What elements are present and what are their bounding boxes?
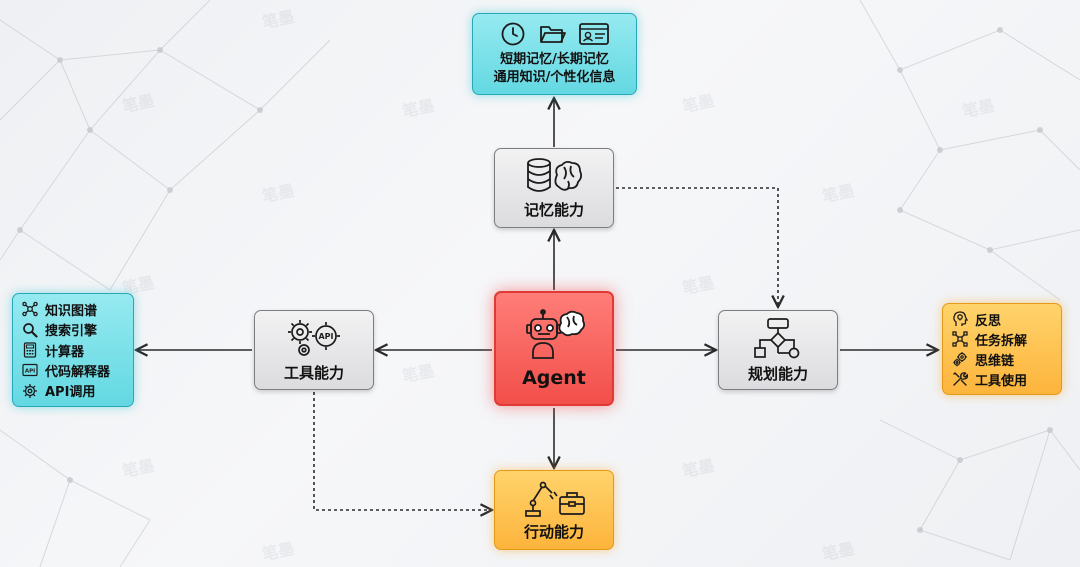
tool-list-item[interactable]: API调用 <box>22 381 95 401</box>
svg-text:API: API <box>318 332 333 341</box>
planning-list-label: 反思 <box>975 313 1002 329</box>
action-label: 行动能力 <box>523 522 584 541</box>
memory-store-line1: 短期记忆/长期记忆 <box>500 52 609 67</box>
tool-list-label: 搜索引擎 <box>45 324 98 340</box>
tool-list-item[interactable]: 计算器 <box>22 340 84 360</box>
head-bulb-icon <box>953 311 968 326</box>
gears-icon <box>953 352 967 367</box>
api-code-icon: API <box>22 364 38 377</box>
planning-label: 规划能力 <box>747 364 808 383</box>
tool-list-label: API调用 <box>45 385 96 401</box>
magnifier-icon <box>23 322 38 338</box>
planning-list-item[interactable]: 工具使用 <box>952 369 1027 389</box>
planning-list-label: 工具使用 <box>975 373 1028 389</box>
memory-node[interactable]: 记忆能力 <box>494 148 614 228</box>
gears-api-icon: API <box>288 319 340 356</box>
tool-list-item[interactable]: 搜索引擎 <box>22 319 97 339</box>
tool-list-label: 计算器 <box>45 344 85 360</box>
memory-store-line2: 通用知识/个性化信息 <box>493 70 616 85</box>
memory-store-icons <box>500 21 610 47</box>
memory-store-box[interactable]: 短期记忆/长期记忆 通用知识/个性化信息 <box>472 13 637 95</box>
wrench-icon <box>953 372 968 386</box>
tool-list-item[interactable]: 知识图谱 <box>22 299 97 319</box>
tool-list-label: 知识图谱 <box>45 303 98 319</box>
planning-list-label: 任务拆解 <box>975 333 1028 349</box>
gear-icon <box>23 383 37 398</box>
planning-list-label: 思维链 <box>975 353 1015 369</box>
flowchart-icon <box>754 317 800 358</box>
agent-label: Agent <box>522 366 586 389</box>
planning-list-item[interactable]: 任务拆解 <box>952 329 1027 349</box>
tools-label: 工具能力 <box>283 363 344 382</box>
robot-brain-icon <box>526 308 586 359</box>
split-icon <box>952 331 968 347</box>
planning-list-item[interactable]: 反思 <box>952 309 1001 329</box>
folder-icon <box>539 26 566 43</box>
dashed-memory-planning <box>616 187 778 307</box>
knowledge-graph-icon <box>22 301 38 317</box>
planning-list-box[interactable]: 反思 任务拆解 思维链 <box>942 303 1062 395</box>
memory-label: 记忆能力 <box>523 200 584 219</box>
agent-node[interactable]: Agent <box>494 291 614 406</box>
database-brain-icon <box>527 157 583 192</box>
calculator-icon <box>23 342 37 358</box>
robot-arm-toolbox-icon <box>525 481 585 517</box>
dashed-tools-action <box>313 392 492 510</box>
tools-node[interactable]: API 工具能力 <box>254 310 374 390</box>
tool-list-box[interactable]: 知识图谱 搜索引擎 计算器 API 代码解释器 <box>12 293 134 407</box>
planning-list-item[interactable]: 思维链 <box>952 349 1014 369</box>
planning-node[interactable]: 规划能力 <box>718 310 838 390</box>
action-node[interactable]: 行动能力 <box>494 470 614 550</box>
svg-text:API: API <box>25 369 35 375</box>
tool-list-item[interactable]: API 代码解释器 <box>22 360 110 380</box>
clock-icon <box>501 22 524 46</box>
tool-list-label: 代码解释器 <box>45 364 111 380</box>
id-card-icon <box>578 23 609 45</box>
